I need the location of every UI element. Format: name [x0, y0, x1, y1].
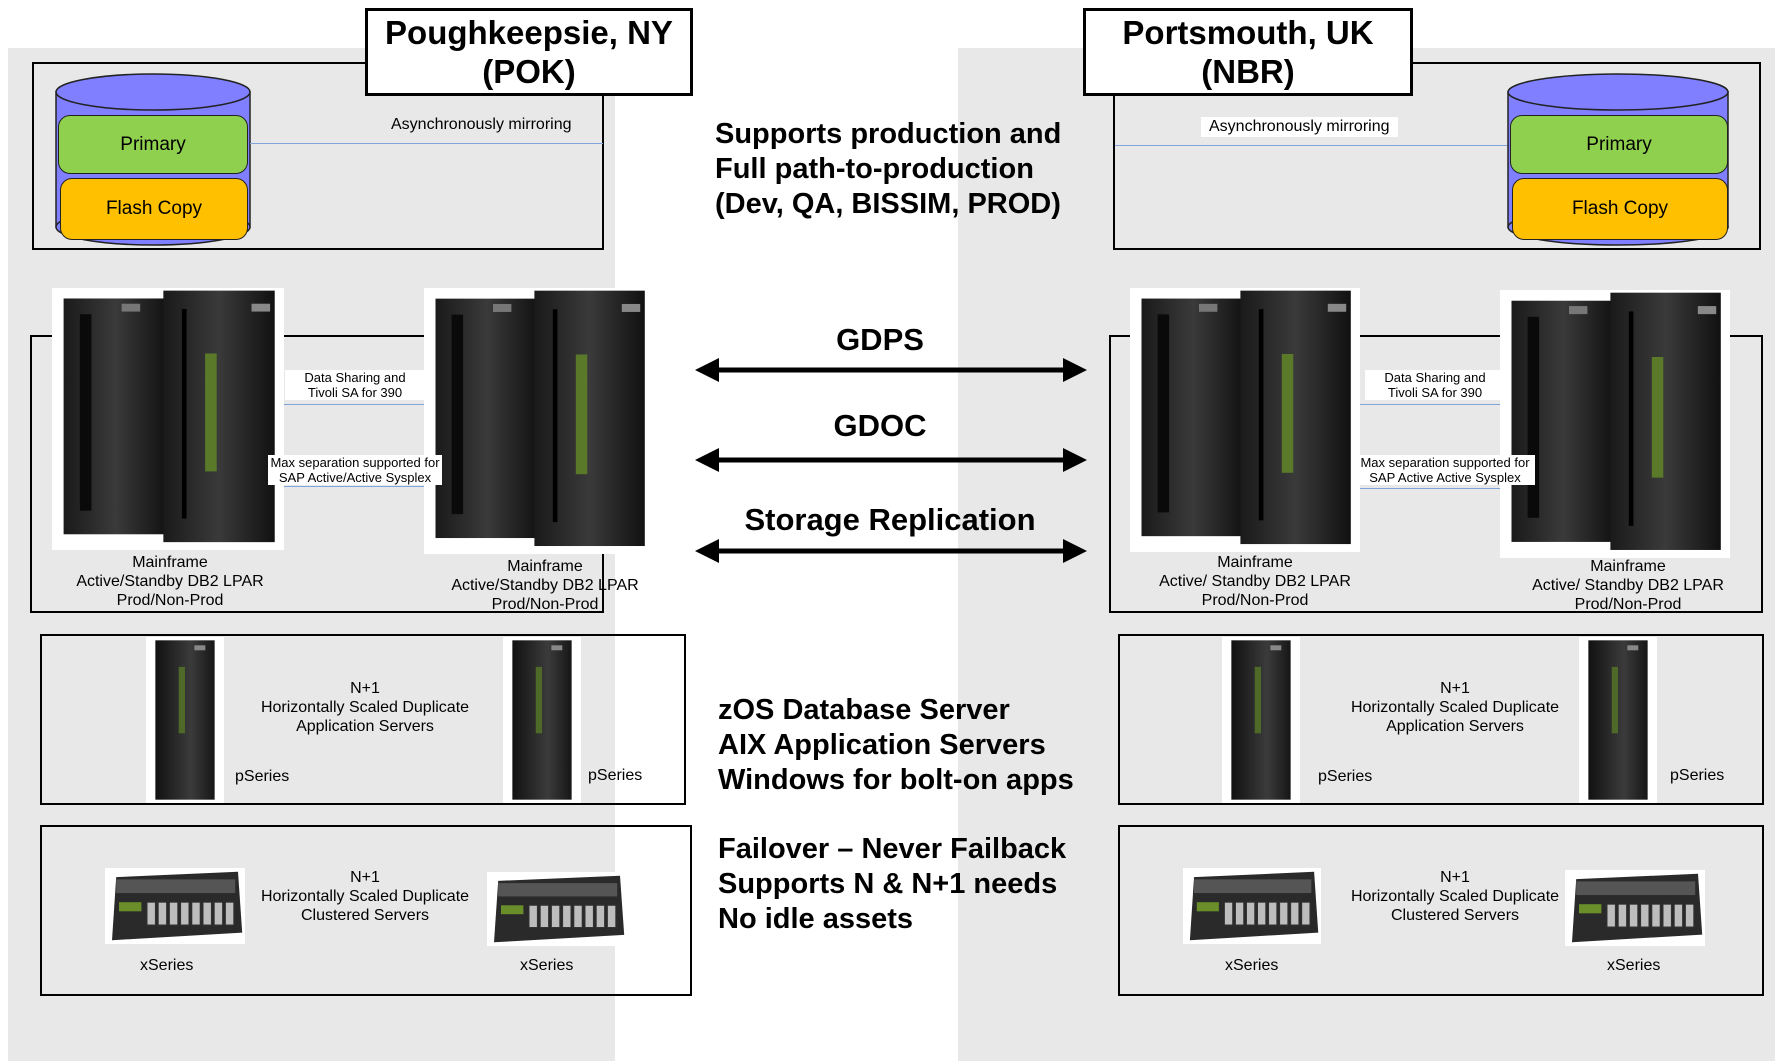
clustered-servers-box	[40, 825, 692, 996]
policy-statement: Failover – Never Failback Supports N & N…	[718, 833, 1067, 935]
xseries-server-1-icon	[105, 868, 245, 944]
mainframe-1-icon	[52, 288, 284, 550]
pseries-server-1-icon	[1222, 637, 1300, 803]
platform-statement: zOS Database Server AIX Application Serv…	[718, 694, 1074, 796]
site-title-pok: Poughkeepsie, NY(POK)	[365, 8, 693, 96]
data-sharing-line	[284, 404, 424, 405]
mirroring-label: Asynchronously mirroring	[383, 115, 580, 135]
mainframe-2-icon	[1500, 290, 1730, 558]
link-label-gdoc: GDOC	[833, 408, 927, 443]
app-servers-box	[40, 634, 686, 805]
support-statement: Supports production and Full path-to-pro…	[715, 118, 1062, 220]
pseries-server-2-icon	[503, 637, 581, 803]
double-arrow-storage-replication	[695, 539, 1087, 563]
storage-box	[1113, 62, 1761, 250]
app-servers-box	[1118, 634, 1764, 805]
pseries-server-1-icon	[146, 637, 224, 803]
max-separation-line	[1360, 488, 1500, 489]
xseries-label-1: xSeries	[1225, 957, 1279, 974]
mirroring-line	[1115, 145, 1508, 146]
mirroring-line	[250, 143, 603, 144]
pseries-label-1: pSeries	[235, 768, 290, 785]
double-arrow-gdoc	[695, 448, 1087, 472]
xseries-label-2: xSeries	[520, 957, 574, 974]
clustered-servers-box	[1118, 825, 1764, 996]
double-arrow-gdps	[695, 358, 1087, 382]
max-separation-line	[284, 486, 424, 487]
mainframe-box	[1109, 335, 1763, 613]
xseries-server-2-icon	[1565, 870, 1705, 946]
pseries-label-1: pSeries	[1318, 768, 1373, 785]
pseries-label-2: pSeries	[588, 767, 643, 784]
pseries-label-2: pSeries	[1670, 767, 1725, 784]
site-title-nbr: Portsmouth, UK(NBR)	[1083, 8, 1413, 96]
xseries-label-2: xSeries	[1607, 957, 1661, 974]
flashcopy-volume: Flash Copy	[60, 178, 248, 240]
mainframe-2-icon	[424, 288, 654, 554]
flashcopy-volume: Flash Copy	[1512, 178, 1728, 240]
xseries-label-1: xSeries	[140, 957, 194, 974]
primary-volume: Primary	[1510, 115, 1728, 174]
primary-volume: Primary	[58, 115, 248, 174]
xseries-server-2-icon	[487, 872, 627, 946]
xseries-server-1-icon	[1183, 868, 1321, 944]
data-sharing-line	[1360, 404, 1500, 405]
storage-box	[32, 62, 604, 250]
pseries-server-2-icon	[1579, 637, 1657, 803]
mainframe-1-icon	[1130, 288, 1360, 552]
link-label-gdps: GDPS	[836, 322, 924, 357]
link-label-storage-replication: Storage Replication	[744, 502, 1036, 537]
mirroring-label: Asynchronously mirroring	[1201, 117, 1398, 137]
